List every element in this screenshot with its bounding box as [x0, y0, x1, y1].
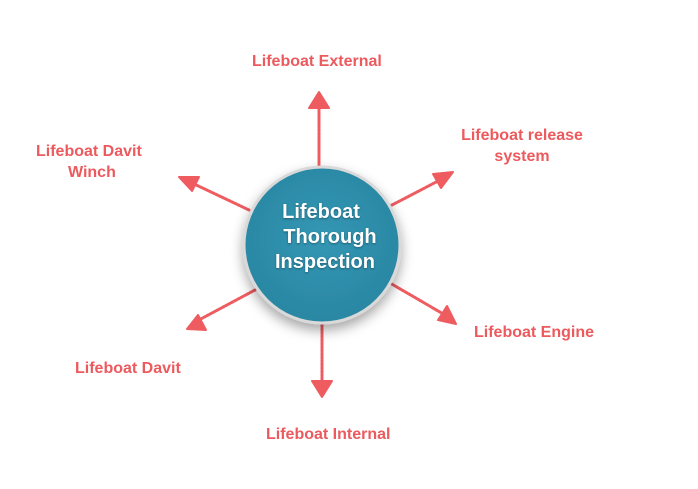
center-label-line: Inspection	[274, 251, 375, 273]
center-label-line: Lifeboat	[282, 201, 360, 223]
node-label-line: Lifeboat Davit	[36, 143, 142, 160]
arrow-to-release	[390, 178, 442, 207]
arrowhead-davit-winch	[178, 176, 200, 192]
arrowhead-internal	[311, 380, 333, 398]
node-label-line: Lifeboat release	[461, 127, 583, 144]
center-circle	[242, 165, 402, 325]
node-label-engine: Lifeboat Engine	[474, 322, 594, 343]
center-label-line: Thorough	[283, 226, 377, 248]
node-label-davit: Lifeboat Davit	[75, 358, 181, 379]
node-label-line: Lifeboat Engine	[474, 324, 594, 341]
arrow-to-davit-winch	[190, 181, 251, 212]
arrowhead-davit	[186, 314, 207, 331]
node-label-davit-winch: Lifeboat Davit Winch	[36, 141, 142, 183]
arrow-to-engine	[388, 281, 447, 317]
arrowhead-external	[308, 91, 330, 109]
node-label-line: Lifeboat Internal	[266, 426, 391, 443]
node-label-line: system	[494, 148, 550, 165]
arrow-to-davit	[195, 288, 257, 323]
node-label-release: Lifeboat release system	[452, 125, 592, 167]
node-label-external: Lifeboat External	[252, 51, 382, 72]
node-label-line: Winch	[68, 164, 116, 181]
arrowhead-release	[432, 171, 454, 189]
center-label: Lifeboat Thorough Inspection	[250, 200, 400, 275]
node-label-line: Lifeboat Davit	[75, 360, 181, 377]
node-label-internal: Lifeboat Internal	[266, 424, 390, 445]
node-label-line: Lifeboat External	[252, 53, 382, 70]
arrowhead-engine	[437, 305, 457, 325]
